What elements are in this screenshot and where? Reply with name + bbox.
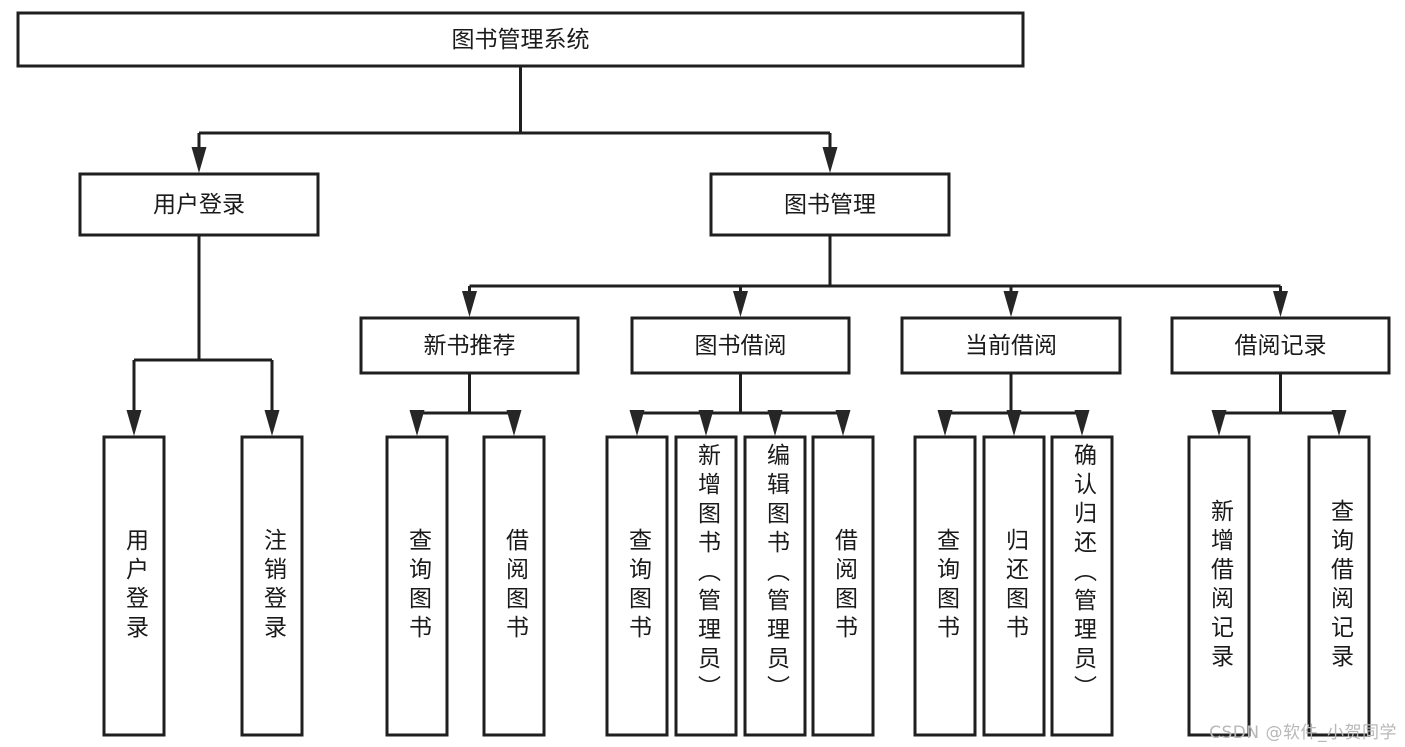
node-box-leaf-bb-query[interactable] xyxy=(605,435,669,737)
node-box-leaf-br-query[interactable] xyxy=(1307,435,1371,737)
node-label-book-manage: 图书管理 xyxy=(784,192,876,218)
node-label-book-borrow: 图书借阅 xyxy=(695,333,787,359)
connector-arrowhead xyxy=(191,147,207,173)
connector-arrowhead xyxy=(698,410,714,436)
node-label-user-login: 用户登录 xyxy=(153,192,245,218)
node-box-leaf-user-logout[interactable] xyxy=(240,435,304,737)
node-box-leaf-nb-query[interactable] xyxy=(385,435,449,737)
node-box-leaf-bb-add[interactable] xyxy=(674,435,738,737)
connector-arrowhead xyxy=(835,410,851,436)
node-box-leaf-cb-return[interactable] xyxy=(982,435,1046,737)
connector-arrowhead xyxy=(462,291,477,317)
connector-arrowhead xyxy=(1211,410,1227,436)
node-box-book-borrow[interactable] xyxy=(630,316,851,375)
connector-arrowhead xyxy=(264,410,280,436)
node-label-new-book-rec: 新书推荐 xyxy=(424,333,516,359)
node-box-borrow-record[interactable] xyxy=(1170,316,1391,375)
boxes-layer xyxy=(16,11,1391,737)
node-box-leaf-cb-confirm[interactable] xyxy=(1050,435,1114,737)
connector-arrowhead xyxy=(629,410,645,436)
node-box-leaf-bb-borrow[interactable] xyxy=(811,435,875,737)
node-box-root[interactable] xyxy=(16,11,1025,68)
connector-arrowhead xyxy=(1006,410,1022,436)
node-box-leaf-nb-borrow[interactable] xyxy=(482,435,546,737)
connector-arrowhead xyxy=(822,147,838,173)
node-box-new-book-rec[interactable] xyxy=(359,316,580,375)
node-box-leaf-cb-query[interactable] xyxy=(913,435,977,737)
connector-arrowhead xyxy=(1273,291,1288,317)
connectors-layer xyxy=(126,66,1347,436)
node-label-root: 图书管理系统 xyxy=(452,27,590,53)
node-label-current-borrow: 当前借阅 xyxy=(965,333,1057,359)
connector-arrowhead xyxy=(733,291,748,317)
node-box-leaf-bb-edit[interactable] xyxy=(743,435,807,737)
connector-arrowhead xyxy=(937,410,953,436)
connector-arrowhead xyxy=(126,410,142,436)
connector-arrowhead xyxy=(1331,410,1347,436)
node-box-user-login[interactable] xyxy=(78,172,320,237)
connector-arrowhead xyxy=(767,410,783,436)
node-label-borrow-record: 借阅记录 xyxy=(1235,333,1327,359)
node-box-current-borrow[interactable] xyxy=(900,316,1122,375)
connector-arrowhead xyxy=(1003,291,1019,317)
node-box-leaf-br-add[interactable] xyxy=(1187,435,1251,737)
connector-arrowhead xyxy=(1074,410,1090,436)
connector-arrowhead xyxy=(506,410,522,436)
csdn-watermark: CSDN @软件_小贺同学 xyxy=(1209,723,1397,743)
node-box-leaf-user-login[interactable] xyxy=(102,435,166,737)
connector-arrowhead xyxy=(409,410,425,436)
node-box-book-manage[interactable] xyxy=(709,172,951,237)
